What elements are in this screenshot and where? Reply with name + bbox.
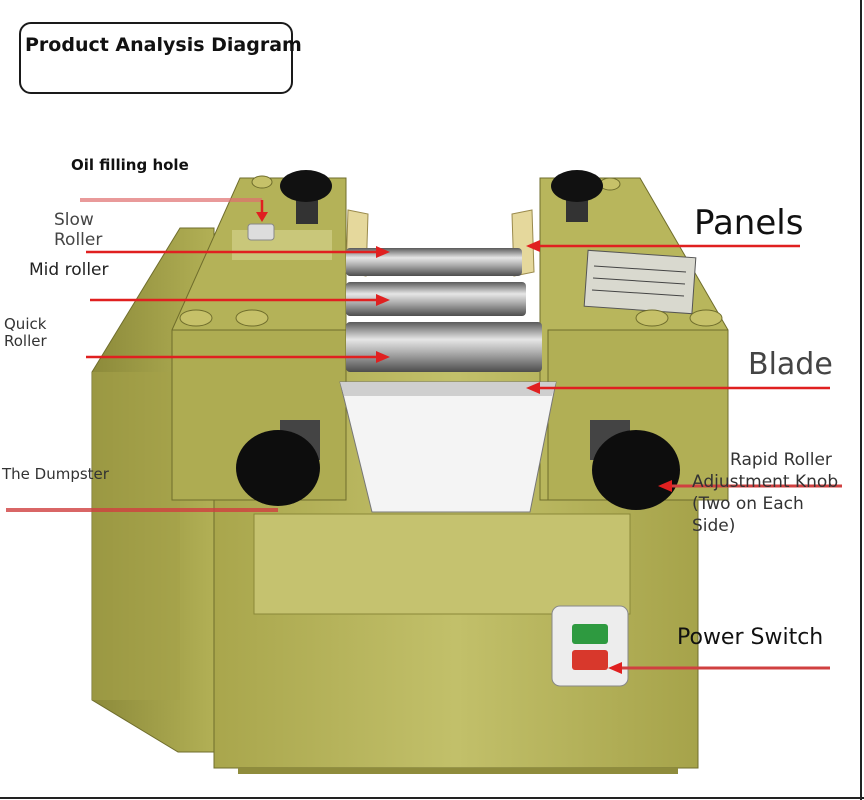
- label-slow-roller-line2: Roller: [54, 230, 102, 250]
- label-knob-line2: Adjustment Knob: [692, 472, 838, 492]
- page-title: Product Analysis Diagram: [25, 34, 302, 56]
- label-rapid-roller-adjustment-knob: Rapid Roller Adjustment Knob (Two on Eac…: [692, 449, 838, 537]
- label-panels: Panels: [694, 204, 803, 243]
- label-blade: Blade: [748, 348, 833, 383]
- quick-roller: [346, 322, 542, 372]
- label-slow-roller-line1: Slow: [54, 210, 94, 230]
- frame-border-right: [860, 0, 862, 800]
- label-knob-line1: Rapid Roller: [692, 449, 838, 471]
- label-the-dumpster: The Dumpster: [2, 466, 109, 483]
- rollers: [346, 248, 542, 372]
- label-quick-roller: Quick Roller: [4, 316, 47, 351]
- frame-border-bottom: [0, 797, 864, 799]
- label-knob-line3: (Two on Each: [692, 494, 804, 514]
- label-quick-roller-line1: Quick: [4, 315, 46, 333]
- label-mid-roller: Mid roller: [29, 261, 109, 281]
- label-quick-roller-line2: Roller: [4, 332, 47, 350]
- power-switch: [552, 606, 628, 686]
- label-knob-line4: Side): [692, 516, 735, 536]
- oil-filling-hole: [248, 224, 274, 240]
- label-power-switch: Power Switch: [677, 625, 823, 650]
- label-slow-roller: Slow Roller: [54, 211, 102, 250]
- label-oil-filling-hole: Oil filling hole: [71, 157, 189, 174]
- title-box: Product Analysis Diagram: [19, 22, 293, 94]
- blade: [340, 382, 556, 512]
